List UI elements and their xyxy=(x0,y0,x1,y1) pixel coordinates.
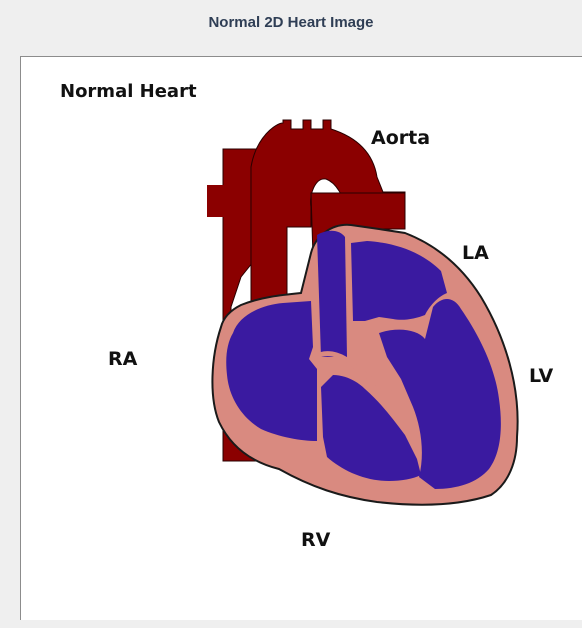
image-panel: Normal Heart Aorta LA RA LV RV xyxy=(20,56,582,620)
label-left-atrium: LA xyxy=(462,242,489,264)
pulmonary-branch-left xyxy=(207,185,227,217)
label-right-atrium: RA xyxy=(108,348,137,370)
panel-bottom-strip xyxy=(20,620,582,628)
label-aorta: Aorta xyxy=(371,127,430,149)
septum-strip xyxy=(317,231,347,357)
diagram-heading: Normal Heart xyxy=(60,81,197,102)
label-right-ventricle: RV xyxy=(301,529,330,551)
label-left-ventricle: LV xyxy=(529,365,553,387)
window-title: Normal 2D Heart Image xyxy=(0,0,582,44)
